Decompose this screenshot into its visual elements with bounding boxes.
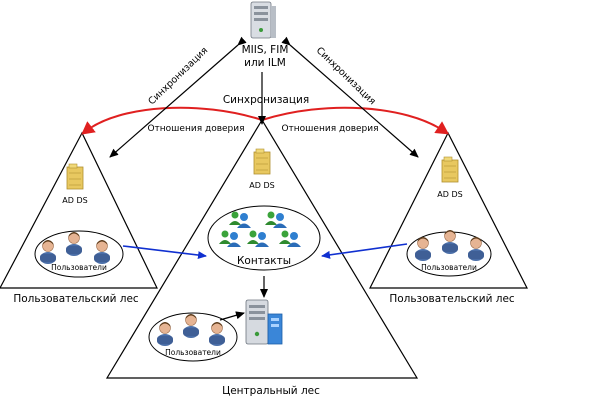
contact-arrow-left (122, 245, 207, 260)
users-right-label: Пользователи (421, 263, 477, 272)
left-forest-triangle (0, 131, 158, 289)
adds-center-label: AD DS (249, 181, 274, 190)
users-center-label: Пользователи (165, 348, 221, 357)
adds-center-folder-icon (253, 148, 271, 175)
contacts-label: Контакты (237, 255, 291, 267)
forest-center-label: Центральный лес (222, 385, 320, 397)
trust-label-left: Отношения доверия (147, 124, 244, 134)
forest-left-label: Пользовательский лес (13, 293, 139, 305)
sync-arrow-left (109, 36, 247, 158)
sync-label-center: Синхронизация (223, 94, 309, 106)
sync-arrow-right (281, 36, 419, 158)
center-server-icon (245, 299, 283, 345)
forest-right-label: Пользовательский лес (389, 293, 515, 305)
right-forest-triangle (369, 131, 528, 289)
adds-right-folder-icon (441, 156, 459, 183)
adds-right-label: AD DS (437, 190, 462, 199)
users-left-label: Пользователи (51, 263, 107, 272)
center-forest-triangle (105, 118, 419, 379)
trust-label-right: Отношения доверия (281, 124, 378, 134)
server-label-line1: MIIS, FIM (242, 44, 289, 56)
server-icon (250, 1, 276, 39)
sync-label-right: Синхронизация (314, 45, 378, 107)
contact-arrow-right (321, 243, 408, 259)
server-label-line2: или ILM (244, 57, 286, 69)
users-to-server-arrow (219, 311, 245, 321)
adds-left-folder-icon (66, 163, 84, 190)
adds-left-label: AD DS (62, 196, 87, 205)
